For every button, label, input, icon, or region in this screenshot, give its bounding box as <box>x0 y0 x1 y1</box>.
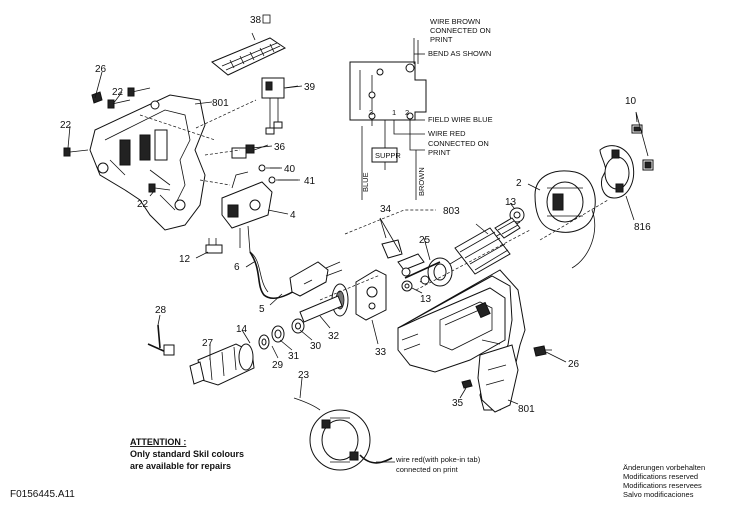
box-icon <box>262 14 271 24</box>
field-coil-2 <box>534 170 596 269</box>
part-label-801: 801 <box>518 404 535 415</box>
switch-housing-4 <box>221 171 273 253</box>
connected-on-label: CONNECTED ON <box>428 139 489 148</box>
screw-26-35 <box>461 345 552 389</box>
poke-in-note: wire red(with poke-in tab) <box>395 455 481 464</box>
drawing-id: F0156445.A11 <box>10 489 75 500</box>
part-label-38: 38 <box>250 15 262 26</box>
part-label-13: 13 <box>505 197 517 208</box>
wire-brown-label: WIRE BROWN <box>430 17 480 26</box>
part-label-41: 41 <box>304 176 316 187</box>
bearing-13a <box>509 207 525 223</box>
part-label-35: 35 <box>452 398 464 409</box>
part-label-34: 34 <box>380 204 392 215</box>
part-label-5: 5 <box>259 304 265 315</box>
part-label-33: 33 <box>375 347 387 358</box>
part-label-30: 30 <box>310 341 322 352</box>
part-label-14: 14 <box>236 324 248 335</box>
part-label-36: 36 <box>274 142 286 153</box>
chuck-27 <box>189 343 255 386</box>
part-label-22: 22 <box>137 199 149 210</box>
part-label-12: 12 <box>179 254 191 265</box>
connected-on-label: PRINT <box>428 148 451 157</box>
part-label-801: 801 <box>212 98 229 109</box>
leader-lines <box>67 71 635 405</box>
attention-line: Only standard Skil colours <box>130 449 244 459</box>
field-wire-blue-label: FIELD WIRE BLUE <box>428 115 493 124</box>
housing-half-left <box>89 94 206 231</box>
wiring-schematic <box>349 38 427 200</box>
poke-in-note: connected on print <box>396 465 459 474</box>
notes: ATTENTION : Only standard Skil colours a… <box>10 437 705 500</box>
part-label-29: 29 <box>272 360 284 371</box>
attention-title: ATTENTION : <box>130 437 186 447</box>
modifications-note: Modifications reserved <box>623 472 698 481</box>
terminal-label: 3 <box>369 108 373 117</box>
part-label-13: 13 <box>420 294 432 305</box>
trigger-38 <box>211 32 287 76</box>
strain-relief-12 <box>205 238 223 254</box>
switch-39 <box>261 77 299 135</box>
cable-and-plug <box>249 251 343 299</box>
part-label-32: 32 <box>328 331 340 342</box>
screw-22-group <box>63 87 171 193</box>
part-label-40: 40 <box>284 164 296 175</box>
part-label-803: 803 <box>443 206 460 217</box>
terminal-label: 1 <box>392 108 396 117</box>
part-label-23: 23 <box>298 370 310 381</box>
blue-wire-label: BLUE <box>361 172 370 192</box>
wiring-labels: WIRE BROWN CONNECTED ON PRINT BEND AS SH… <box>361 17 493 196</box>
bearing-holder-34 <box>379 217 425 277</box>
part-label-39: 39 <box>304 82 316 93</box>
modifications-note: Salvo modificaciones <box>623 490 694 499</box>
terminal-label: 2 <box>405 108 409 117</box>
part-label-25: 25 <box>419 235 431 246</box>
assembly-dash-lines <box>139 99 609 301</box>
part-label-26: 26 <box>95 64 107 75</box>
bend-label: BEND AS SHOWN <box>428 49 491 58</box>
part-label-22: 22 <box>112 87 124 98</box>
pin-25-bearing-13b <box>401 261 441 292</box>
field-coil-23-detail <box>293 397 395 471</box>
wire-brown-label: CONNECTED ON <box>430 26 491 35</box>
part-label-2: 2 <box>516 178 522 189</box>
armature-803 <box>419 217 521 287</box>
part-label-10: 10 <box>625 96 637 107</box>
part-label-6: 6 <box>234 262 240 273</box>
chuck-key-28 <box>147 324 175 356</box>
part-label-31: 31 <box>288 351 300 362</box>
spindle-gear-32 <box>299 283 349 323</box>
modifications-note: Änderungen vorbehalten <box>623 463 705 472</box>
wire-red-label: WIRE RED <box>428 129 466 138</box>
part-label-28: 28 <box>155 305 167 316</box>
modifications-note: Modifications reservees <box>623 481 702 490</box>
wire-brown-label: PRINT <box>430 35 453 44</box>
part-label-26: 26 <box>568 359 580 370</box>
part-label-27: 27 <box>202 338 214 349</box>
brown-wire-label: BROWN <box>417 167 426 196</box>
part-labels: 38 39 26 22 22 22 801 36 40 41 4 12 6 5 … <box>60 14 651 415</box>
spindle-parts <box>258 318 305 350</box>
attention-line: are available for repairs <box>130 461 231 471</box>
gear-plate-33 <box>355 269 387 321</box>
housing-half-right <box>397 269 526 413</box>
part-label-816: 816 <box>634 222 651 233</box>
part-label-4: 4 <box>290 210 296 221</box>
brush-ring-816 <box>599 145 635 199</box>
part-label-22: 22 <box>60 120 72 131</box>
brush-holders-10 <box>631 111 654 171</box>
suppressor-label: SUPPR <box>375 151 401 160</box>
